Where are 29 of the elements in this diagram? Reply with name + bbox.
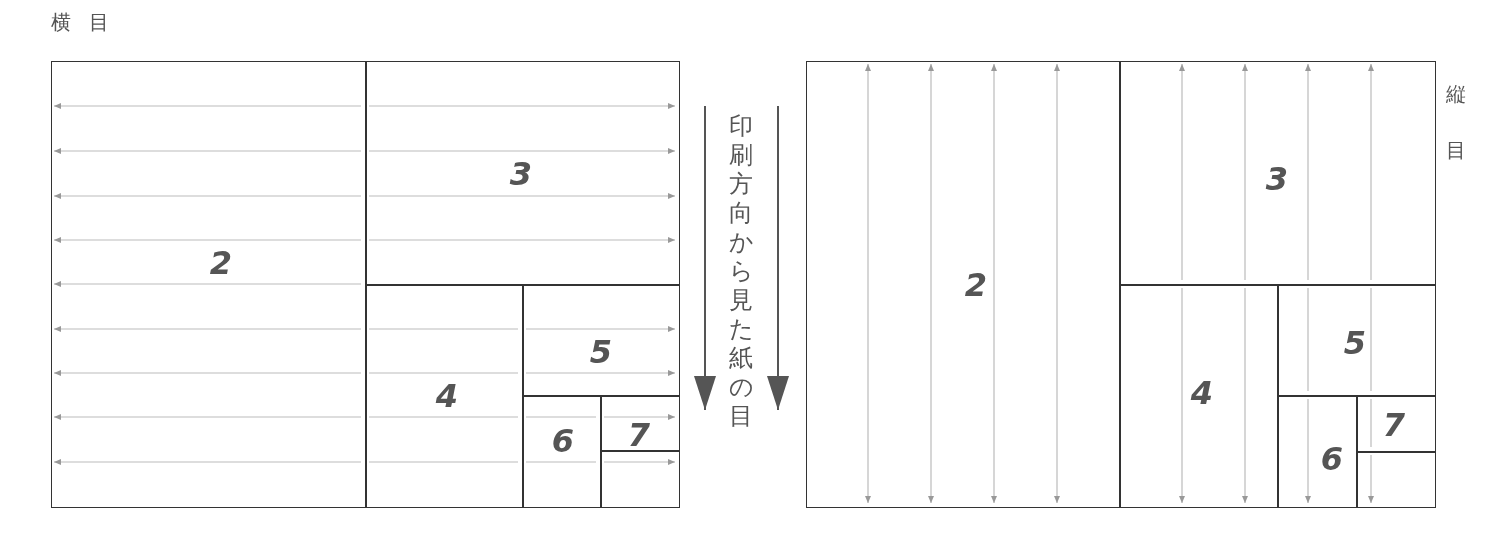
paper-section: [806, 61, 1121, 508]
section-number: 4: [1190, 377, 1214, 409]
section-number: 5: [589, 336, 613, 368]
section-number: 4: [435, 380, 459, 412]
paper-section: [1277, 395, 1358, 508]
section-number: 6: [551, 425, 575, 457]
section-number: 3: [1265, 163, 1289, 195]
direction-caption: 印刷方向から見た紙の目: [729, 112, 755, 431]
paper-section: [1119, 61, 1436, 286]
paper-section: [522, 284, 680, 397]
grain-title: 縦目: [1446, 81, 1467, 164]
paper-section: [365, 61, 680, 286]
paper-section: [1356, 395, 1436, 453]
paper-section: [51, 61, 367, 508]
section-number: 3: [509, 158, 533, 190]
grain-title: 横 目: [51, 12, 116, 32]
paper-section: [1277, 284, 1436, 397]
section-number: 5: [1343, 327, 1367, 359]
section-number: 7: [627, 419, 651, 451]
section-number: 7: [1382, 409, 1406, 441]
section-number: 6: [1320, 443, 1344, 475]
section-number: 2: [964, 269, 988, 301]
paper-section: [600, 450, 680, 508]
paper-section: [1356, 451, 1436, 508]
paper-section: [522, 395, 602, 508]
paper-section: [600, 395, 680, 452]
paper-section: [365, 284, 524, 508]
paper-section: [1119, 284, 1279, 508]
section-number: 2: [209, 247, 233, 279]
